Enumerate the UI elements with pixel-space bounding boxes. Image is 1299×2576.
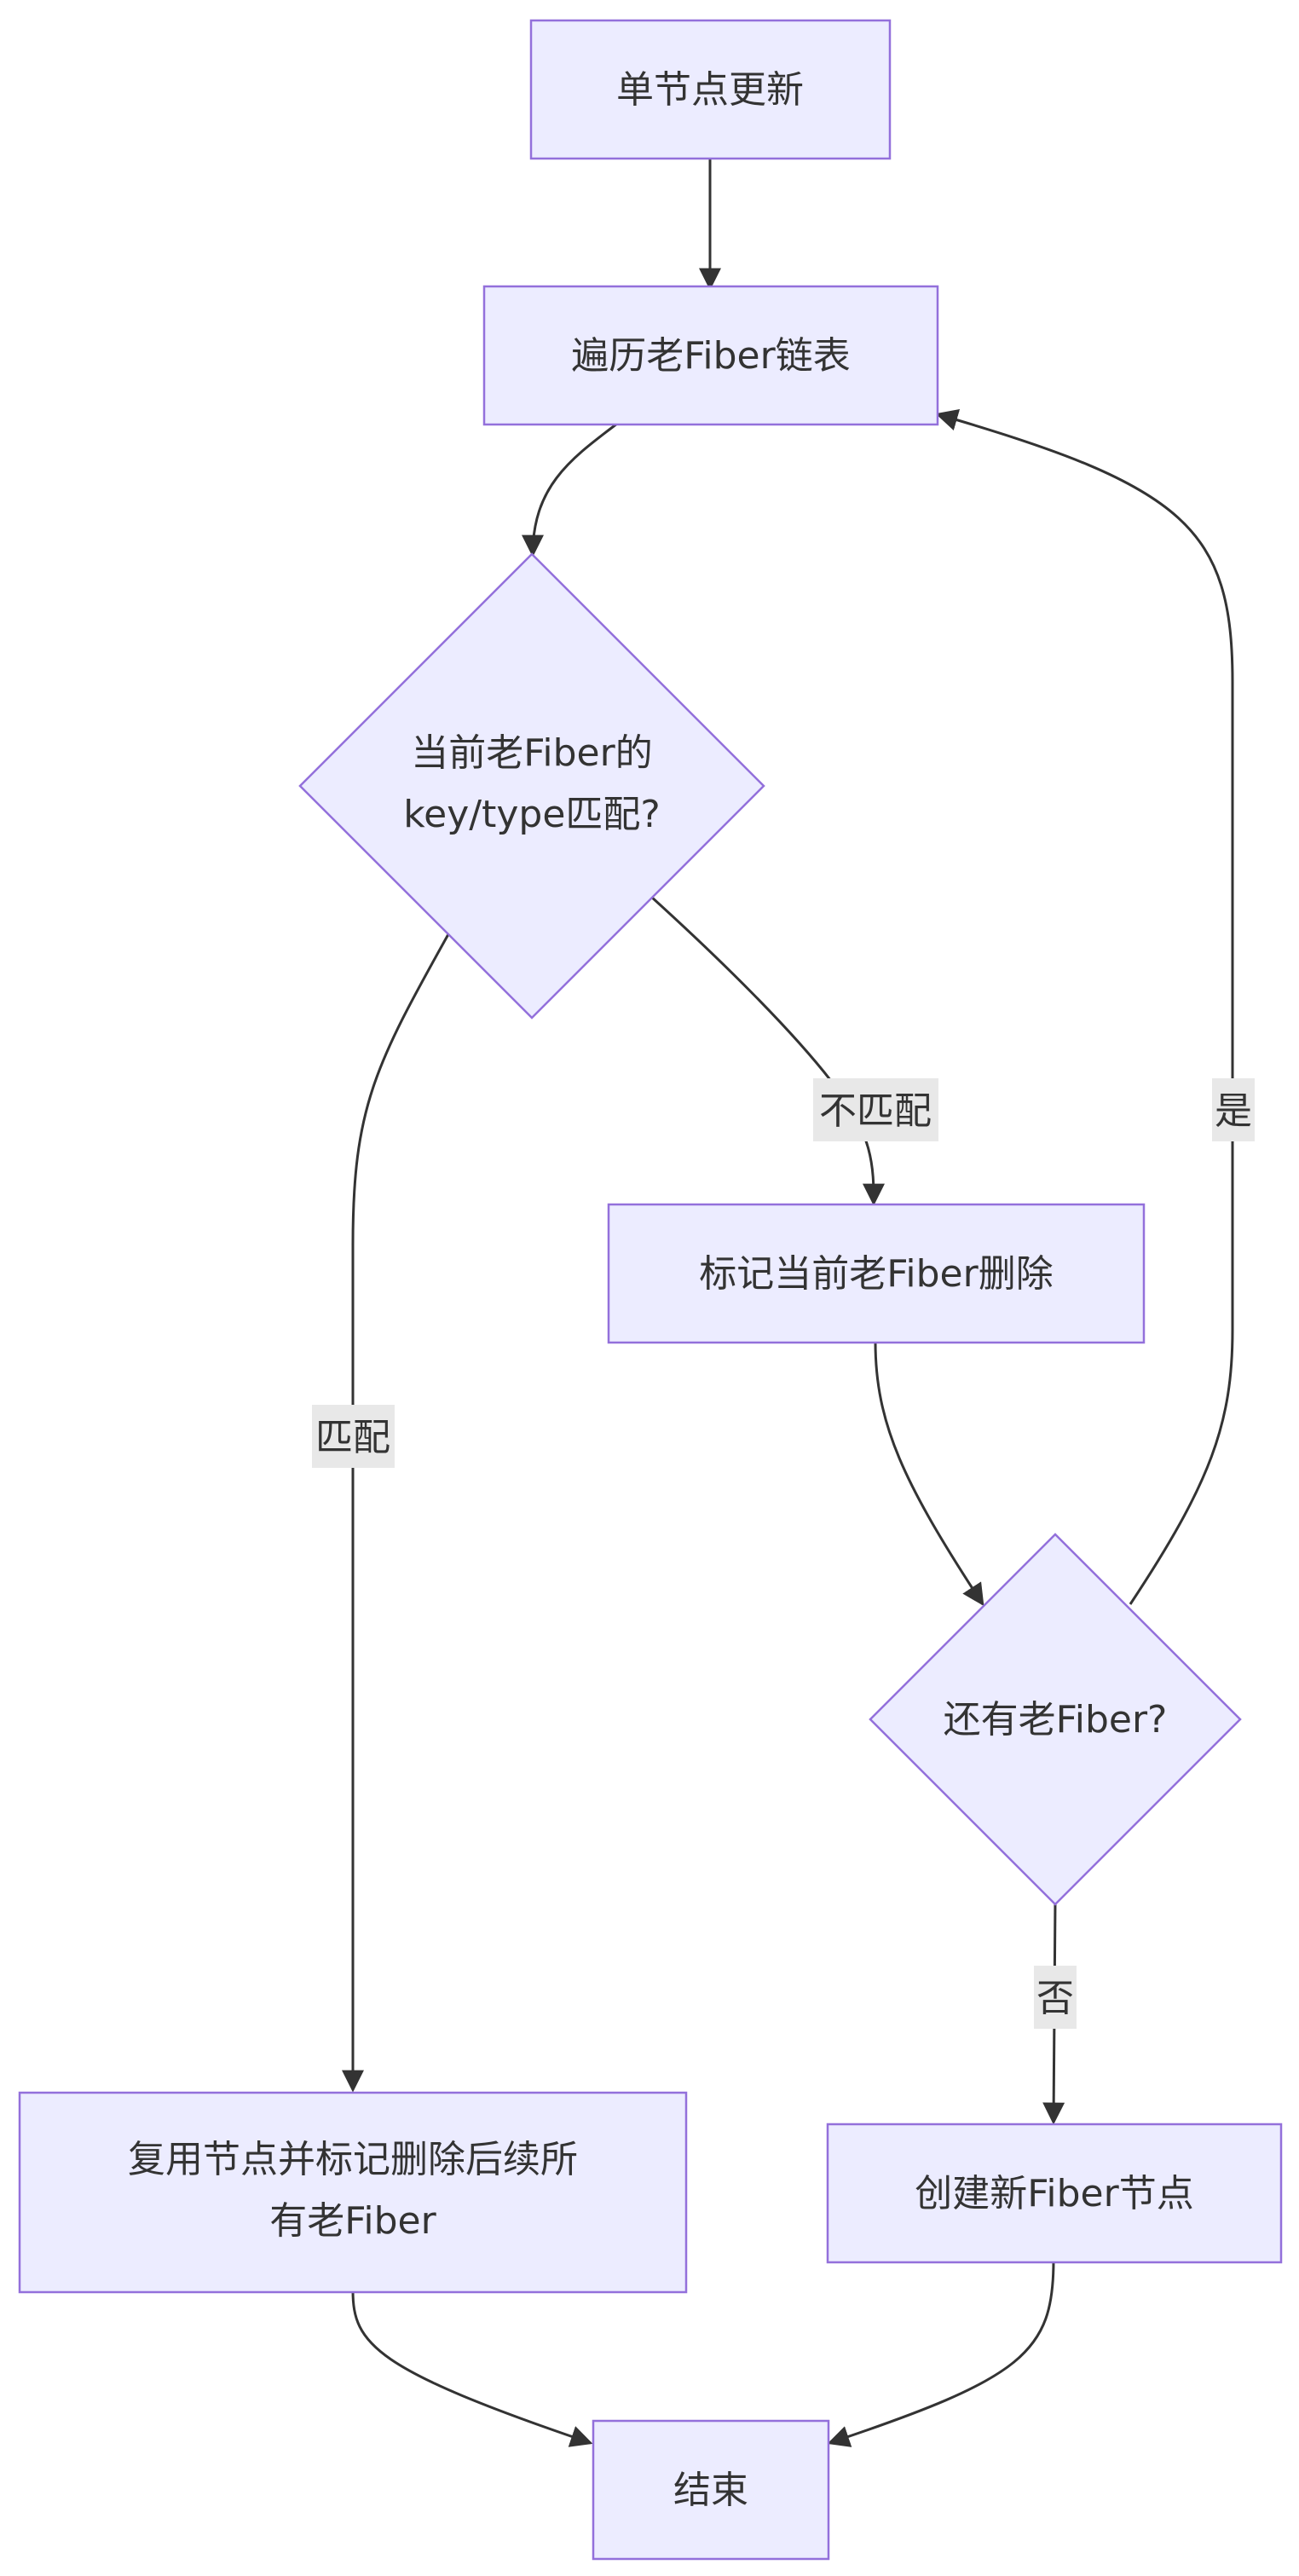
node-more-question: 还有老Fiber? [869, 1533, 1242, 1906]
node-start: 单节点更新 [529, 19, 892, 160]
node-reuse: 复用节点并标记删除后续所 有老Fiber [18, 2091, 688, 2294]
svg-text:key/type匹配?: key/type匹配? [403, 793, 661, 836]
edge-traverse-to-match-q [522, 422, 618, 557]
edges [342, 159, 1234, 2447]
svg-text:不匹配: 不匹配 [819, 1089, 932, 1133]
svg-text:否: 否 [1036, 1977, 1074, 2020]
edge-create-to-end [827, 2260, 1055, 2447]
svg-text:单节点更新: 单节点更新 [616, 68, 804, 112]
node-mark-delete: 标记当前老Fiber删除 [607, 1203, 1146, 1344]
edge-label-no-match: 不匹配 [813, 1078, 938, 1141]
node-match-question: 当前老Fiber的 key/type匹配? [298, 552, 765, 1019]
svg-text:创建新Fiber节点: 创建新Fiber节点 [915, 2172, 1193, 2215]
svg-text:当前老Fiber的: 当前老Fiber的 [411, 731, 652, 775]
svg-text:复用节点并标记删除后续所: 复用节点并标记删除后续所 [128, 2138, 578, 2181]
node-end: 结束 [592, 2419, 830, 2561]
svg-text:遍历老Fiber链表: 遍历老Fiber链表 [571, 334, 850, 378]
node-traverse: 遍历老Fiber链表 [482, 285, 939, 426]
edge-match-q-to-mark-delete [650, 895, 885, 1206]
edge-match-q-to-reuse [342, 933, 450, 2093]
node-create: 创建新Fiber节点 [826, 2123, 1283, 2264]
svg-text:是: 是 [1215, 1089, 1252, 1133]
edge-mark-delete-to-more-q [874, 1341, 984, 1607]
svg-text:标记当前老Fiber删除: 标记当前老Fiber删除 [699, 1252, 1053, 1296]
edge-label-no: 否 [1034, 1966, 1077, 2029]
svg-text:还有老Fiber?: 还有老Fiber? [944, 1698, 1168, 1741]
edge-label-match: 匹配 [312, 1405, 395, 1468]
svg-text:有老Fiber: 有老Fiber [269, 2199, 436, 2243]
edge-reuse-to-end [351, 2290, 593, 2447]
svg-text:结束: 结束 [673, 2469, 748, 2512]
svg-text:匹配: 匹配 [315, 1416, 390, 1459]
edge-label-yes: 是 [1212, 1078, 1255, 1141]
edge-more-q-to-traverse [935, 409, 1234, 1605]
